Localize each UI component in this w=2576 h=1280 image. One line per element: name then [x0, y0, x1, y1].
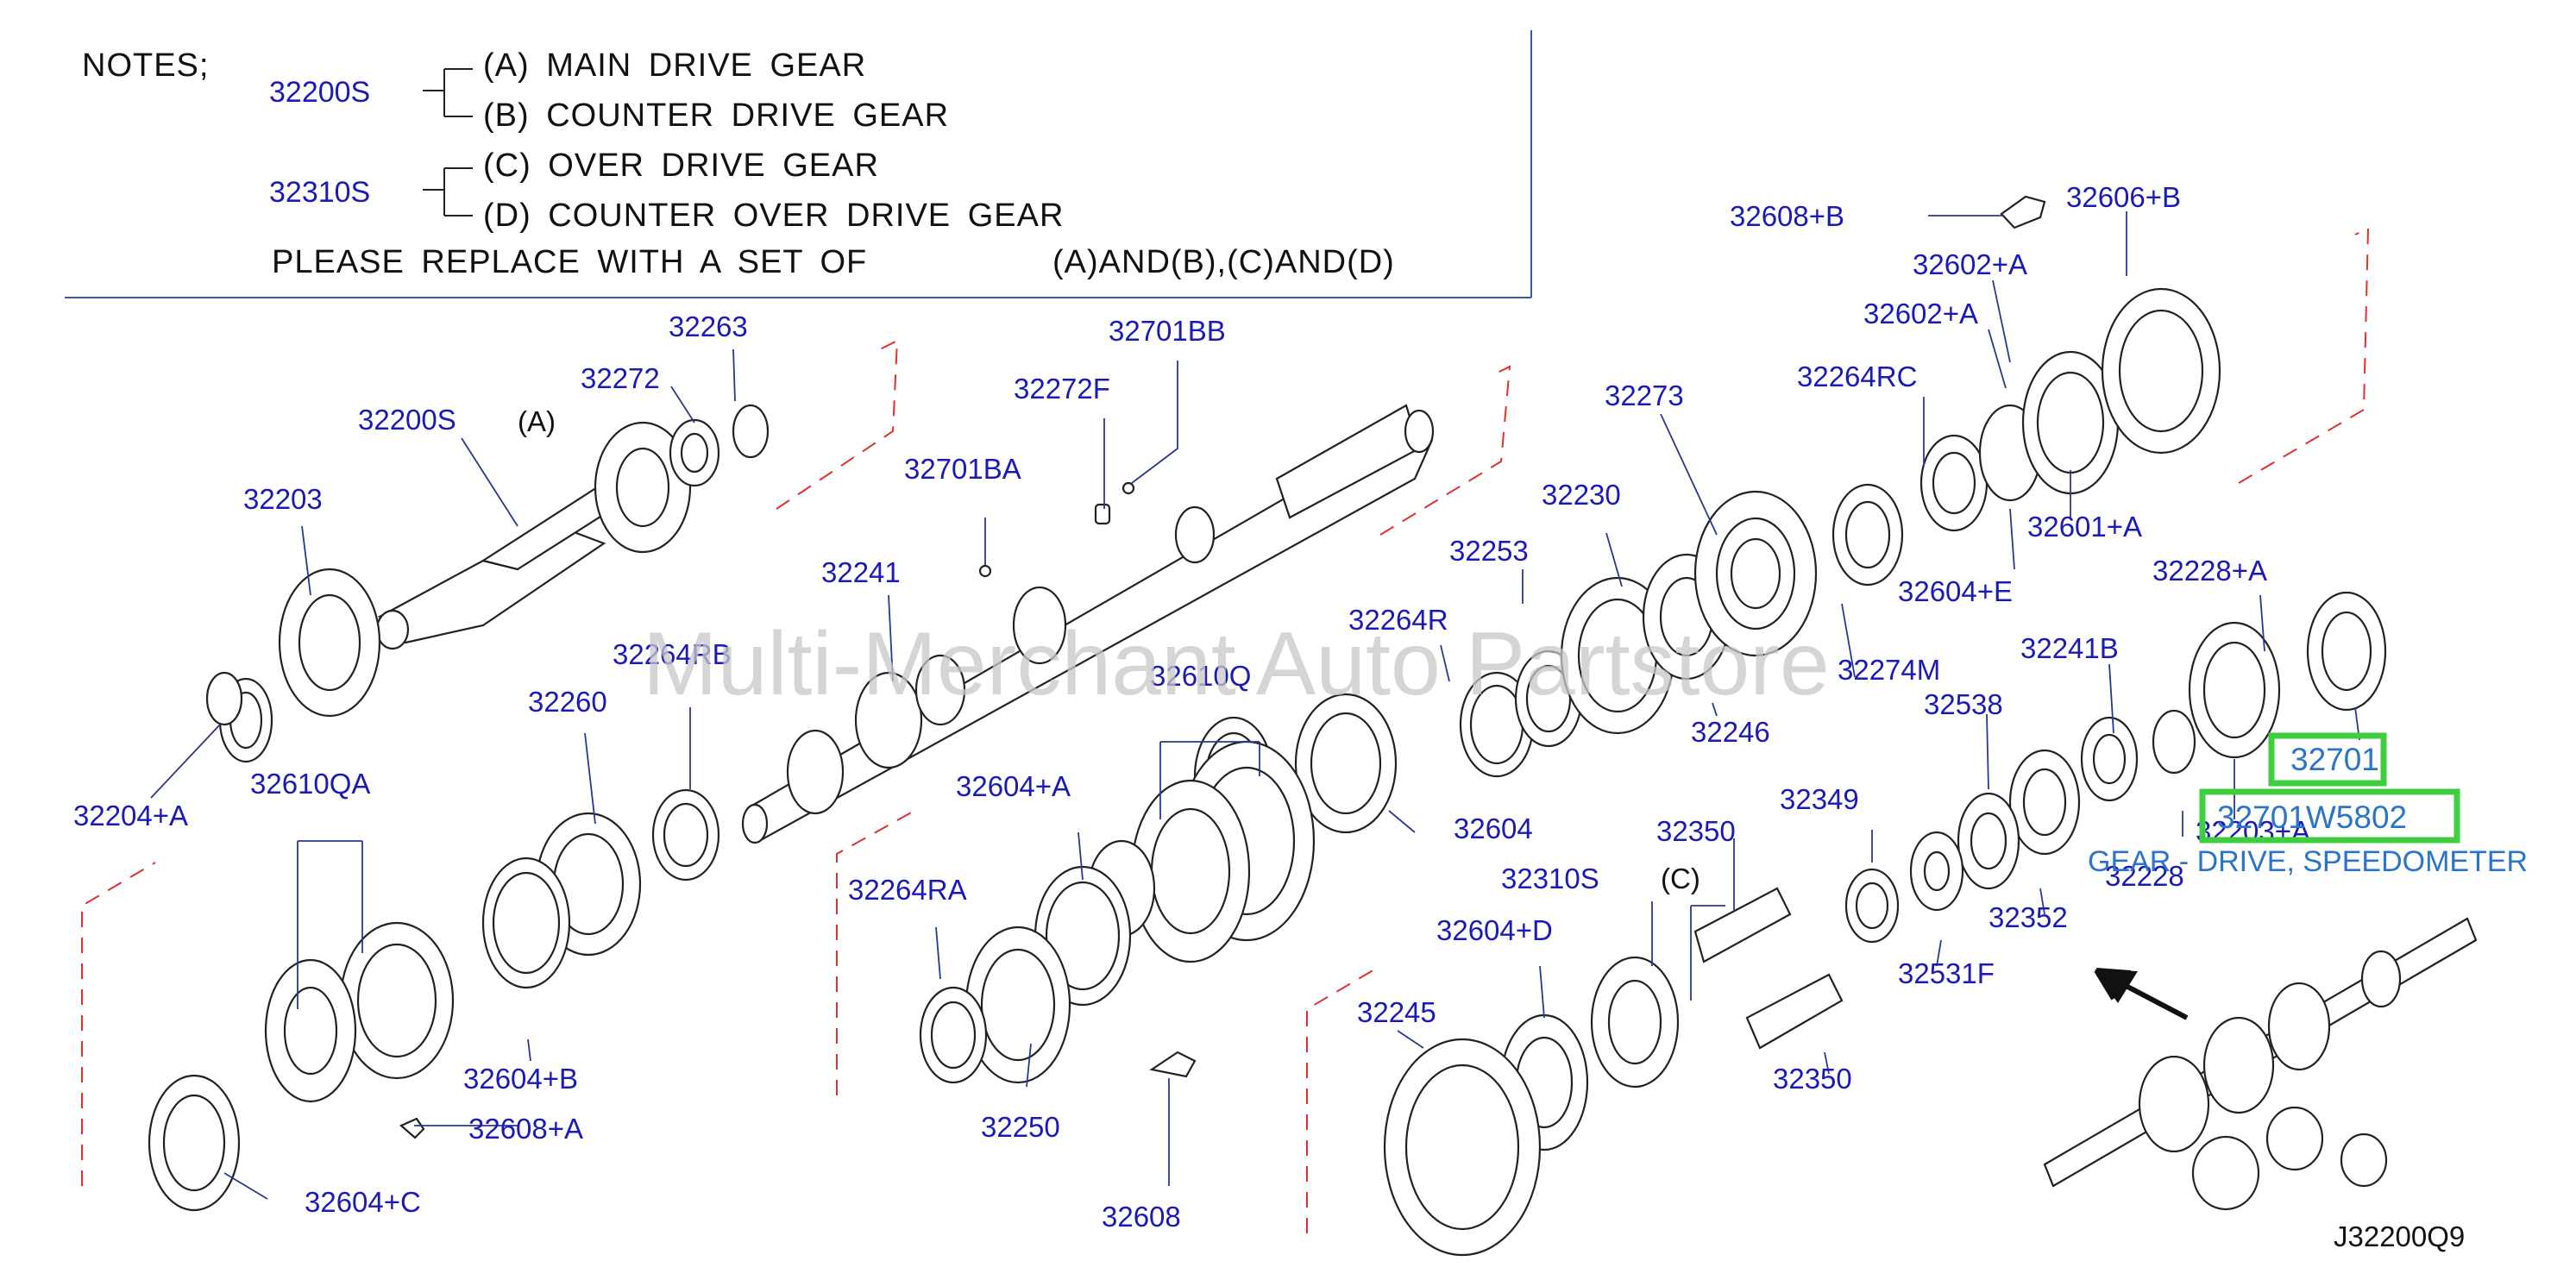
part-label: 32602+A	[1913, 248, 2027, 280]
part-label: 32604	[1454, 813, 1533, 844]
part-label: 32250	[981, 1111, 1060, 1143]
part-label: 32230	[1542, 479, 1621, 511]
part-label: 32604+C	[305, 1186, 421, 1218]
highlighted-part-number[interactable]: 32701	[2290, 742, 2379, 777]
part-label: 32241B	[2020, 632, 2119, 664]
notes-item-a: (A) MAIN DRIVE GEAR	[483, 47, 866, 84]
part-label: 32608+B	[1730, 200, 1844, 232]
part-label: 32241	[821, 556, 901, 588]
highlighted-part[interactable]: 32701 32701W5802 GEAR - DRIVE, SPEEDOMET…	[2088, 732, 2528, 878]
highlighted-full-number[interactable]: 32701W5802	[2217, 800, 2407, 835]
part-label: 32701BA	[904, 453, 1021, 485]
assembled-view-inset	[2043, 917, 2478, 1211]
part-label: 32349	[1780, 783, 1859, 815]
part-label: 32604+D	[1436, 914, 1553, 946]
part-label: 32204+A	[73, 800, 188, 831]
assembly-frames	[81, 227, 2370, 1233]
notes-item-c: (C) OVER DRIVE GEAR	[483, 147, 879, 184]
part-label: 32264RA	[848, 874, 967, 906]
part-label: 32264RC	[1797, 361, 1917, 392]
lower-right-components	[1383, 591, 2387, 1257]
part-label: 32245	[1357, 996, 1436, 1028]
part-label: 32350	[1656, 815, 1736, 847]
part-label: 32610QA	[250, 768, 370, 800]
part-label: 32272	[581, 362, 660, 394]
notes-item-d: (D) COUNTER OVER DRIVE GEAR	[483, 198, 1064, 234]
notes-heading: NOTES;	[82, 47, 209, 84]
part-label: 32260	[528, 686, 607, 718]
part-label: 32352	[1989, 901, 2068, 933]
part-labels: 32263 32272 32200S 32203 32204+A 32610QA…	[73, 181, 2310, 1233]
part-label: 32264RB	[613, 638, 732, 670]
part-label: 32604+B	[463, 1063, 578, 1095]
part-label: 32601+A	[2027, 511, 2142, 543]
notes-box: NOTES; 32200S (A) MAIN DRIVE GEAR (B) CO…	[65, 30, 1532, 298]
part-label: 32246	[1691, 716, 1770, 748]
part-label: 32350	[1773, 1063, 1852, 1095]
part-label: 32538	[1924, 688, 2003, 720]
part-label: 32272F	[1014, 373, 1110, 405]
assembly-letter-a: (A)	[518, 405, 556, 437]
diagram-reference: J32200Q9	[2334, 1220, 2465, 1252]
part-label: 32602+A	[1863, 298, 1978, 329]
notes-item-b: (B) COUNTER DRIVE GEAR	[483, 97, 949, 134]
leader-lines	[150, 211, 2360, 1200]
watermark: Multi-Merchant Auto Partstore	[643, 614, 1830, 714]
part-label: 32200S	[358, 404, 456, 436]
part-label: 32608+A	[468, 1113, 583, 1145]
notes-group2-code: 32310S	[269, 176, 370, 209]
full-number-highlight-box	[2199, 788, 2460, 844]
part-label: 32253	[1449, 535, 1529, 567]
arrow-head-icon	[2095, 969, 2138, 1003]
notes-replace-sets: (A)AND(B),(C)AND(D)	[1052, 244, 1395, 280]
part-label: 32604+A	[956, 770, 1071, 802]
part-label: 32263	[669, 311, 748, 342]
part-label: 32264R	[1348, 604, 1448, 636]
part-label: 32608	[1102, 1201, 1181, 1233]
notes-replace-text: PLEASE REPLACE WITH A SET OF	[272, 244, 867, 280]
part-label: 32273	[1605, 380, 1684, 411]
upper-right-components	[1459, 195, 2221, 778]
part-label: 32610Q	[1150, 660, 1251, 692]
part-label: 32310S	[1501, 863, 1599, 894]
part-label: 32274M	[1838, 654, 1940, 686]
part-label: 32701BB	[1109, 315, 1226, 347]
part-label: 32228+A	[2152, 555, 2267, 587]
part-label: 32203	[243, 483, 323, 515]
main-drive-gear-assembly	[218, 404, 770, 763]
part-label: 32606+B	[2066, 181, 2181, 213]
part-label: 32604+E	[1898, 575, 2013, 607]
center-synchro-group	[919, 693, 1398, 1084]
notes-group1-code: 32200S	[269, 76, 370, 109]
part-label: 32228	[2105, 860, 2184, 892]
highlighted-part-description: GEAR - DRIVE, SPEEDOMETER	[2088, 845, 2528, 878]
part-label: 32531F	[1898, 957, 1995, 989]
part-number-highlight-box	[2268, 732, 2387, 787]
assembly-letter-c: (C)	[1661, 863, 1700, 894]
counter-shaft-assembly	[741, 404, 1435, 844]
